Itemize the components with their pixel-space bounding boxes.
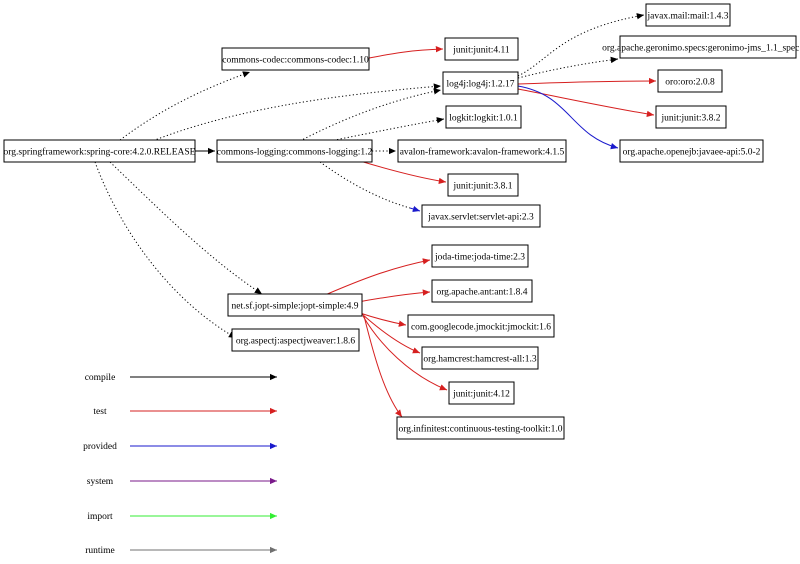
node-label: org.springframework:spring-core:4.2.0.RE… (4, 147, 196, 158)
edge-log4j-openejb (517, 85, 619, 150)
node-label: org.aspectj:aspectjweaver:1.8.6 (236, 337, 356, 347)
node-label: junit:junit:4.12 (452, 390, 510, 400)
node-junit-4-11[interactable]: junit:junit:4.11 (444, 37, 519, 61)
node-javax-mail[interactable]: javax.mail:mail:1.4.3 (645, 3, 731, 27)
node-label: commons-codec:commons-codec:1.10 (222, 56, 369, 66)
edge-root-log4j (149, 83, 442, 143)
node-label: org.infinitest:continuous-testing-toolki… (399, 424, 563, 435)
node-junit-3-8-1[interactable]: junit:junit:3.8.1 (447, 173, 519, 197)
edge-logging-log4j (299, 88, 442, 142)
legend-label: runtime (85, 546, 115, 556)
edge-log4j-geronimo (517, 56, 619, 79)
node-label: oro:oro:2.0.8 (665, 78, 715, 88)
node-label: org.apache.openejb:javaee-api:5.0-2 (623, 148, 761, 158)
node-label: net.sf.jopt-simple:jopt-simple:4.9 (232, 301, 359, 312)
edge-codec-junit411 (368, 46, 444, 59)
edge-jopt-ant (357, 289, 431, 303)
node-commons-codec[interactable]: commons-codec:commons-codec:1.10 (221, 47, 370, 71)
legend-label: test (93, 407, 107, 417)
legend-label: compile (85, 373, 116, 383)
node-label: org.apache.geronimo.specs:geronimo-jms_1… (602, 44, 800, 54)
legend-label: system (87, 477, 114, 487)
node-spring-core[interactable]: org.springframework:spring-core:4.2.0.RE… (3, 139, 196, 163)
edge-logging-servlet-b (409, 205, 421, 212)
node-avalon[interactable]: avalon-framework:avalon-framework:4.1.5 (397, 139, 567, 163)
legend-provided: provided (83, 442, 277, 452)
edge-root-aspectj (94, 161, 237, 339)
node-label: junit:junit:3.8.2 (660, 114, 720, 124)
node-label: javax.mail:mail:1.4.3 (647, 12, 729, 22)
edge-jopt-junit412 (362, 315, 448, 391)
edge-root-commons-codec (119, 71, 251, 141)
edge-log4j-mail (517, 13, 645, 77)
node-logkit[interactable]: logkit:logkit:1.0.1 (445, 105, 522, 129)
node-label: junit:junit:3.8.1 (452, 182, 512, 192)
edge-log4j-junit382 (517, 88, 655, 118)
node-label: log4j:log4j:1.2.17 (446, 80, 514, 90)
node-openejb[interactable]: org.apache.openejb:javaee-api:5.0-2 (619, 139, 764, 163)
node-label: avalon-framework:avalon-framework:4.1.5 (400, 147, 565, 158)
legend-runtime: runtime (85, 546, 277, 556)
edge-jopt-joda (324, 258, 431, 296)
node-log4j[interactable]: log4j:log4j:1.2.17 (442, 71, 519, 95)
node-oro[interactable]: oro:oro:2.0.8 (657, 69, 723, 93)
edges (94, 13, 657, 418)
node-junit-3-8-2[interactable]: junit:junit:3.8.2 (655, 105, 727, 129)
node-commons-logging[interactable]: commons-logging:commons-logging:1.2 (216, 139, 373, 163)
node-label: com.googlecode.jmockit:jmockit:1.6 (411, 323, 551, 333)
node-label: org.hamcrest:hamcrest-all:1.3 (423, 355, 537, 365)
node-jmockit[interactable]: com.googlecode.jmockit:jmockit:1.6 (407, 314, 555, 338)
node-geronimo-jms[interactable]: org.apache.geronimo.specs:geronimo-jms_1… (602, 35, 800, 59)
legend-label: import (87, 512, 113, 522)
node-junit-4-12[interactable]: junit:junit:4.12 (448, 381, 515, 405)
edge-logging-logkit (329, 117, 445, 142)
edge-logging-servlet-a (319, 161, 411, 209)
node-label: joda-time:joda-time:2.3 (434, 253, 525, 263)
node-infinitest[interactable]: org.infinitest:continuous-testing-toolki… (396, 416, 565, 440)
nodes: org.springframework:spring-core:4.2.0.RE… (3, 3, 800, 440)
edge-jopt-hamcrest (361, 313, 421, 354)
legend-label: provided (83, 442, 117, 452)
node-label: javax.servlet:servlet-api:2.3 (427, 213, 534, 223)
node-jopt-simple[interactable]: net.sf.jopt-simple:jopt-simple:4.9 (227, 293, 363, 317)
node-servlet-api[interactable]: javax.servlet:servlet-api:2.3 (421, 204, 541, 228)
edge-root-jopt-simple (109, 161, 263, 295)
edge-log4j-oro (517, 77, 657, 85)
node-hamcrest[interactable]: org.hamcrest:hamcrest-all:1.3 (421, 346, 539, 370)
node-label: commons-logging:commons-logging:1.2 (217, 148, 373, 158)
node-label: org.apache.ant:ant:1.8.4 (436, 288, 527, 298)
node-label: junit:junit:4.11 (452, 46, 510, 56)
node-joda-time[interactable]: joda-time:joda-time:2.3 (431, 244, 529, 268)
legend-system: system (87, 477, 277, 487)
edge-logging-junit381 (359, 160, 447, 185)
node-label: logkit:logkit:1.0.1 (449, 114, 518, 124)
legend-test: test (93, 407, 277, 417)
edge-jopt-jmockit (359, 312, 407, 327)
node-ant[interactable]: org.apache.ant:ant:1.8.4 (431, 279, 533, 303)
legend-import: import (87, 512, 277, 522)
node-aspectj[interactable]: org.aspectj:aspectjweaver:1.8.6 (231, 328, 360, 352)
legend-compile: compile (85, 373, 277, 383)
legend: compile test provided system import runt… (83, 373, 277, 556)
edge-jopt-infinitest (363, 315, 403, 418)
